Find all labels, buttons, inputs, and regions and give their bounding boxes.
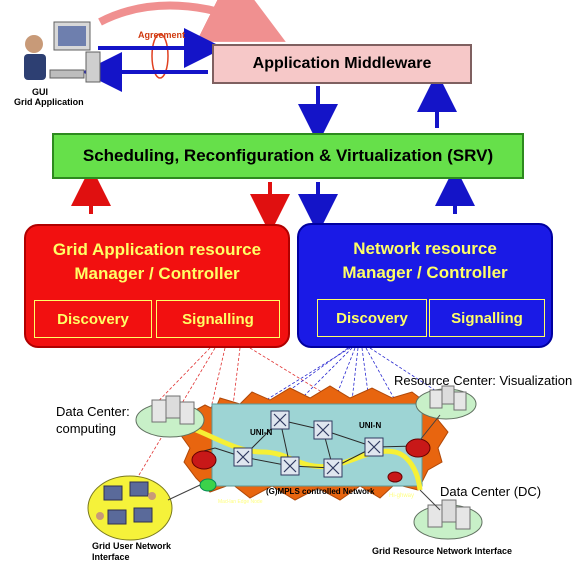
switch-node: [280, 456, 300, 476]
resource-center-label: Resource Center: Visualization: [394, 373, 573, 388]
data-center-dc-label: Data Center (DC): [440, 484, 542, 499]
resource-link: [419, 414, 441, 441]
mpls-core: [211, 403, 423, 487]
grid-application-label: Grid Application: [14, 97, 84, 107]
edge-router-icon: [387, 471, 403, 483]
edge-router-icon: [191, 450, 217, 470]
mpls-network-label: (G)MPLS controlled Network: [266, 487, 375, 496]
uni-n-right-label: UNI-N: [359, 421, 382, 430]
agreement-curve-arrow: [98, 0, 286, 42]
resource-server-icon: [429, 385, 467, 411]
data-center-computing-label-line2: computing: [56, 421, 116, 436]
edge-router-icon: [405, 438, 431, 458]
network-manager-title-line1: Network resource: [353, 239, 497, 258]
grid-manager-title-line1: Grid Application resource: [52, 240, 262, 259]
grid-user-nif-line2: Interface: [92, 552, 130, 562]
srv-box: Scheduling, Reconfiguration & Virtualiza…: [52, 133, 524, 179]
user-link: [167, 484, 201, 501]
dc-link: [419, 489, 441, 511]
grid-manager-title-line2: Manager / Controller: [74, 264, 240, 283]
grid-resource-nif-label: Grid Resource Network Interface: [372, 546, 513, 556]
network-discovery-box: Discovery: [317, 299, 427, 337]
network-signalling-box: Signalling: [429, 299, 545, 337]
switch-node: [364, 437, 384, 457]
switch-node: [323, 458, 343, 478]
grid-signalling-box: Signalling: [156, 300, 280, 338]
right-edge-label: Hi-ghway: [389, 493, 415, 499]
edge-router-icon: [199, 478, 217, 492]
network-manager-title-line2: Manager / Controller: [342, 263, 508, 282]
gui-label: GUI: [32, 87, 49, 97]
agreement-ellipse: [151, 33, 169, 79]
switch-node: [233, 447, 253, 467]
network-resource-manager-box: Network resource Manager / Controller Di…: [297, 223, 553, 348]
grid-application-manager-box: Grid Application resource Manager / Cont…: [24, 224, 290, 348]
grid-discovery-box: Discovery: [34, 300, 152, 338]
switch-node: [313, 420, 333, 440]
user-workstations-icon: [96, 481, 156, 525]
workstation-icon: [24, 21, 101, 83]
grid-user-nif-line1: Grid User Network: [92, 541, 172, 551]
edge-node-label: Mad-lan Edge Node: [218, 499, 263, 505]
agreement-label: Agreement: [138, 30, 186, 40]
uni-n-left-label: UNI-N: [250, 428, 273, 437]
data-center-computing-label-line1: Data Center:: [56, 404, 130, 419]
application-middleware-box: Application Middleware: [212, 44, 472, 84]
switch-node: [270, 410, 290, 430]
server-cluster-icon: [151, 395, 195, 425]
